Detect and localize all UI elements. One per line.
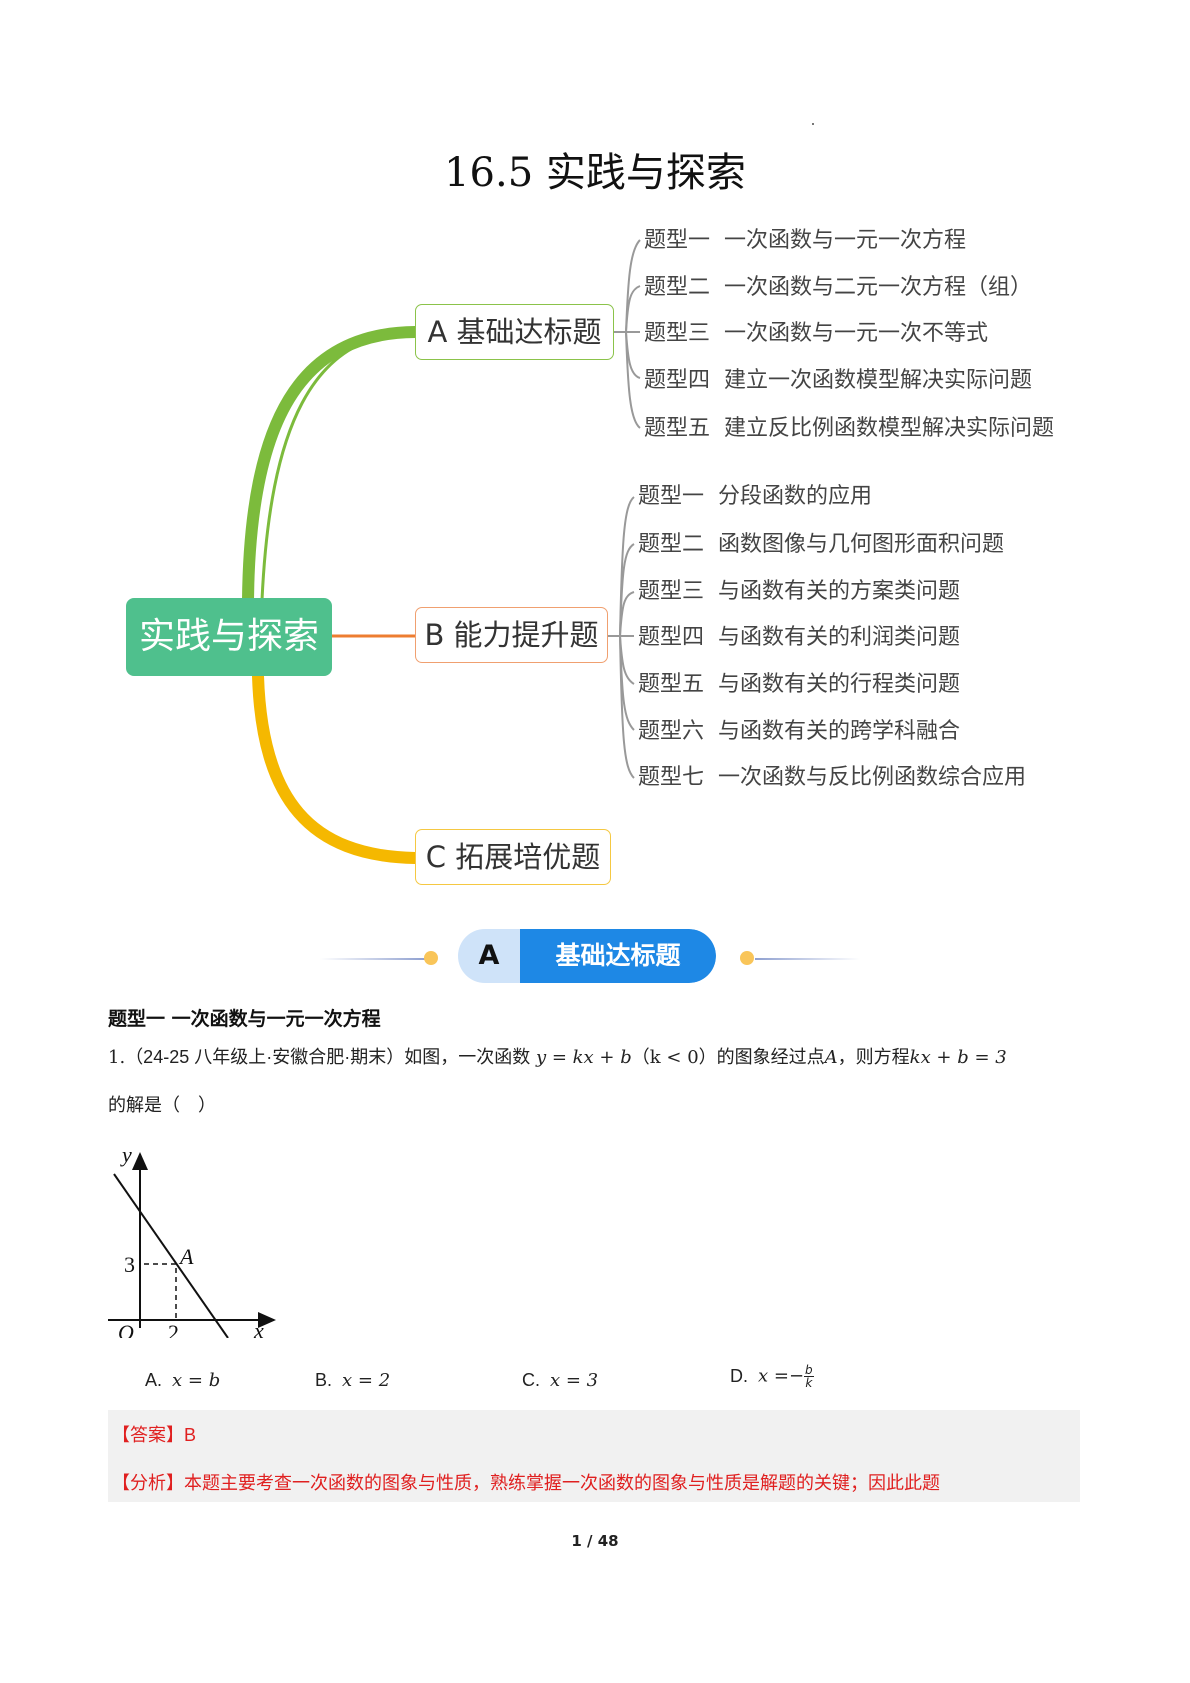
banner-dot-left [424,951,438,965]
svg-text:A: A [178,1244,194,1269]
banner-letter: A [458,929,520,983]
mindmap-connectors [242,239,641,864]
svg-text:x: x [253,1318,264,1338]
page-number: 1 / 48 [571,1532,619,1550]
banner-label: 基础达标题 [520,929,716,983]
topic-b-1: 题型一分段函数的应用 [638,484,873,509]
question-text: 1.（24-25 八年级上·安徽合肥·期末）如图，一次函数 y = kx + b… [108,1047,1007,1068]
branch-c [252,670,421,864]
banner-line-left [320,958,425,960]
option-c[interactable]: C.x = 3 [522,1370,599,1391]
topic-b-2: 题型二函数图像与几何图形面积问题 [638,532,1005,557]
mindmap-category-c: C 拓展培优题 [415,829,611,885]
svg-text:3: 3 [124,1252,135,1277]
bracket-a [614,239,641,429]
branch-a [242,326,421,606]
banner-dot-right [740,951,754,965]
topic-b-4: 题型四与函数有关的利润类问题 [638,625,961,650]
topic-b-7: 题型七一次函数与反比例函数综合应用 [638,765,1027,790]
topic-a-5: 题型五建立反比例函数模型解决实际问题 [644,416,1055,441]
topic-a-2: 题型二一次函数与二元一次方程（组） [644,275,1033,300]
topic-a-3: 题型三一次函数与一元一次不等式 [644,321,989,346]
section-heading: 题型一 一次函数与一元一次方程 [108,1008,381,1030]
section-banner: A 基础达标题 [320,925,860,985]
bracket-b [608,496,635,779]
banner-pill: A 基础达标题 [458,929,716,983]
function-line [113,1173,229,1338]
topic-a-4: 题型四建立一次函数模型解决实际问题 [644,368,1033,393]
topic-b-5: 题型五与函数有关的行程类问题 [638,672,961,697]
topic-b-6: 题型六与函数有关的跨学科融合 [638,719,961,744]
analysis-line: 【分析】本题主要考查一次函数的图象与性质，熟练掌握一次函数的图象与性质是解题的关… [112,1473,940,1494]
answer-panel [108,1410,1080,1502]
mindmap-category-a: A 基础达标题 [415,304,614,360]
topic-b-3: 题型三与函数有关的方案类问题 [638,579,961,604]
option-b[interactable]: B.x = 2 [315,1370,391,1391]
svg-text:O: O [118,1320,134,1338]
mindmap-category-b: B 能力提升题 [415,607,608,663]
banner-line-right [755,958,860,960]
svg-text:2: 2 [168,1320,179,1338]
function-graph: y x A 3 2 O [108,1142,276,1338]
option-a[interactable]: A.x = b [145,1370,221,1391]
page-title: 16.5 实践与探索 [444,150,746,196]
answer-line: 【答案】B [112,1425,197,1446]
stray-mark [812,123,814,125]
topic-a-1: 题型一一次函数与一元一次方程 [644,228,967,253]
question-text-line2: 的解是（ ） [108,1095,216,1116]
mindmap-root: 实践与探索 [126,598,332,676]
svg-text:y: y [120,1142,132,1167]
